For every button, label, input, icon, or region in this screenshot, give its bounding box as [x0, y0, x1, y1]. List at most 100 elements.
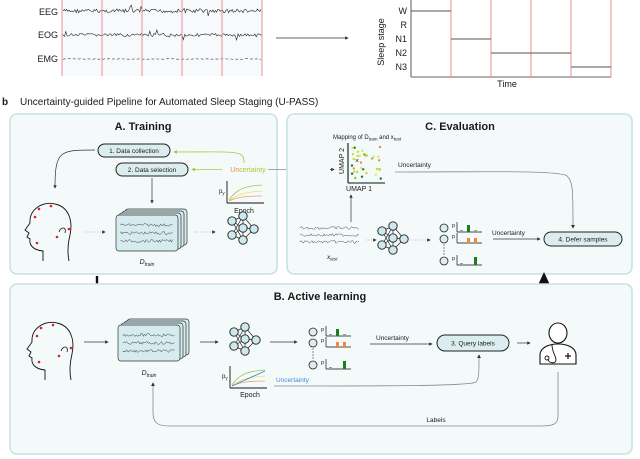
- umap-point: [362, 168, 365, 171]
- curve-line: [228, 195, 263, 202]
- prob-bar: [474, 238, 477, 243]
- prob-bar: [467, 225, 470, 232]
- active-output-distributions: ppp: [308, 326, 351, 370]
- eval-output-distributions: ppp: [439, 222, 482, 266]
- ellipsis-dot: [443, 250, 445, 252]
- ellipsis-dot: [443, 244, 445, 246]
- umap-point: [353, 146, 356, 149]
- network-node: [377, 226, 387, 236]
- doctor-body: [539, 343, 577, 365]
- prob-bar: [460, 230, 463, 232]
- stethoscope: [547, 344, 557, 364]
- umap-point: [363, 153, 366, 156]
- prob-bar: [460, 263, 463, 265]
- stage-tick-label: N3: [395, 62, 407, 72]
- head-electrodes-icon: [24, 202, 72, 262]
- umap-point: [351, 146, 354, 150]
- ellipsis-dot: [312, 351, 314, 353]
- epoch-boundaries: [61, 0, 263, 76]
- umap-scatter-plot: ×: [347, 143, 385, 184]
- umap-point: [378, 145, 382, 149]
- network-node: [377, 240, 387, 250]
- query-labels-label: 3. Query labels: [451, 341, 495, 348]
- curve-line-blue: [231, 370, 266, 387]
- active-learning-title: B. Active learning: [274, 291, 367, 303]
- umap-point: [374, 173, 377, 176]
- eeg-trace: [62, 4, 262, 16]
- dataset-trace: [122, 349, 175, 353]
- curve-line: [231, 369, 266, 386]
- test-trace: [299, 232, 359, 237]
- umap-point: [372, 155, 376, 158]
- signal-label-eeg: EEG: [39, 7, 58, 17]
- ellipsis-dot: [443, 247, 445, 249]
- stage-tick-label: N1: [395, 34, 407, 44]
- network-node: [229, 327, 239, 337]
- umap-point: [356, 150, 360, 153]
- head-outline: [24, 202, 72, 262]
- prob-bar: [474, 257, 477, 265]
- dataset-trace: [122, 341, 175, 345]
- data-collection-step[interactable]: [97, 143, 171, 158]
- test-signal-icon: [299, 226, 359, 244]
- network-node: [251, 335, 261, 345]
- signal-label-emg: EMG: [37, 54, 58, 64]
- signal-label-eog: EOG: [38, 30, 58, 40]
- test-sample-label: xtest: [326, 254, 338, 262]
- data-collection-label: 1. Data collection: [109, 148, 159, 155]
- stethoscope-bell: [544, 355, 550, 361]
- query-labels-step[interactable]: [436, 334, 510, 352]
- network-node: [238, 223, 248, 233]
- dataset-trace: [120, 239, 173, 243]
- prob-bar: [474, 230, 477, 232]
- network-node: [399, 234, 409, 244]
- training-dataset-label: Dtrain: [140, 259, 155, 268]
- network-node: [240, 322, 250, 332]
- signal-panel: EEG EOG EMG: [37, 0, 263, 76]
- eval-neural-network-icon: [377, 221, 409, 255]
- network-node: [388, 233, 398, 243]
- prob-bar: [343, 342, 346, 347]
- curve-line: [231, 375, 266, 387]
- electrode-dot: [37, 207, 41, 211]
- output-node: [308, 338, 318, 348]
- doctor-head: [548, 322, 568, 344]
- umap-test-marker: ×: [355, 158, 359, 165]
- electrode-dot: [49, 204, 53, 208]
- defer-samples-step[interactable]: [543, 231, 623, 247]
- umap-point: [354, 176, 357, 180]
- umap-point: [352, 157, 355, 161]
- dataset-stack-icon: [115, 208, 188, 252]
- umap-xlabel: UMAP 1: [346, 186, 372, 193]
- umap-point: [375, 167, 379, 171]
- curve-ylabel: py: [219, 189, 225, 196]
- eval-uncertainty-label-1: Uncertainty: [398, 162, 432, 169]
- hypnogram-xlabel: Time: [497, 79, 517, 89]
- prob-bar: [329, 346, 332, 347]
- figure-title: Uncertainty-guided Pipeline for Automate…: [20, 97, 318, 108]
- stage-tick-label: R: [401, 20, 408, 30]
- ellipsis-dot: [312, 348, 314, 350]
- network-node: [229, 341, 239, 351]
- active-dataset-stack-icon: [117, 318, 190, 362]
- prob-label: p: [452, 256, 455, 262]
- umap-point: [365, 171, 368, 175]
- ellipsis-dot: [312, 354, 314, 356]
- umap-point: [358, 154, 361, 157]
- prob-bar: [467, 264, 470, 265]
- figure-label: b: [2, 97, 8, 108]
- umap-point: [377, 155, 380, 159]
- umap-point: [350, 164, 354, 167]
- mapping-label: Mapping of Dtrain and xtest: [333, 135, 402, 142]
- umap-point: [361, 149, 364, 152]
- prob-bar: [336, 329, 339, 336]
- neural-network-icon: [227, 211, 259, 245]
- electrode-dot: [33, 215, 37, 219]
- prob-label: p: [321, 327, 324, 333]
- prob-bar: [343, 334, 346, 336]
- active-to-evaluation-arrow-head: [538, 272, 550, 285]
- training-uncertainty-label: Uncertainty: [230, 167, 266, 174]
- data-selection-step[interactable]: [115, 162, 189, 177]
- umap-point: [378, 159, 381, 162]
- stage-tick-label: N2: [395, 48, 407, 58]
